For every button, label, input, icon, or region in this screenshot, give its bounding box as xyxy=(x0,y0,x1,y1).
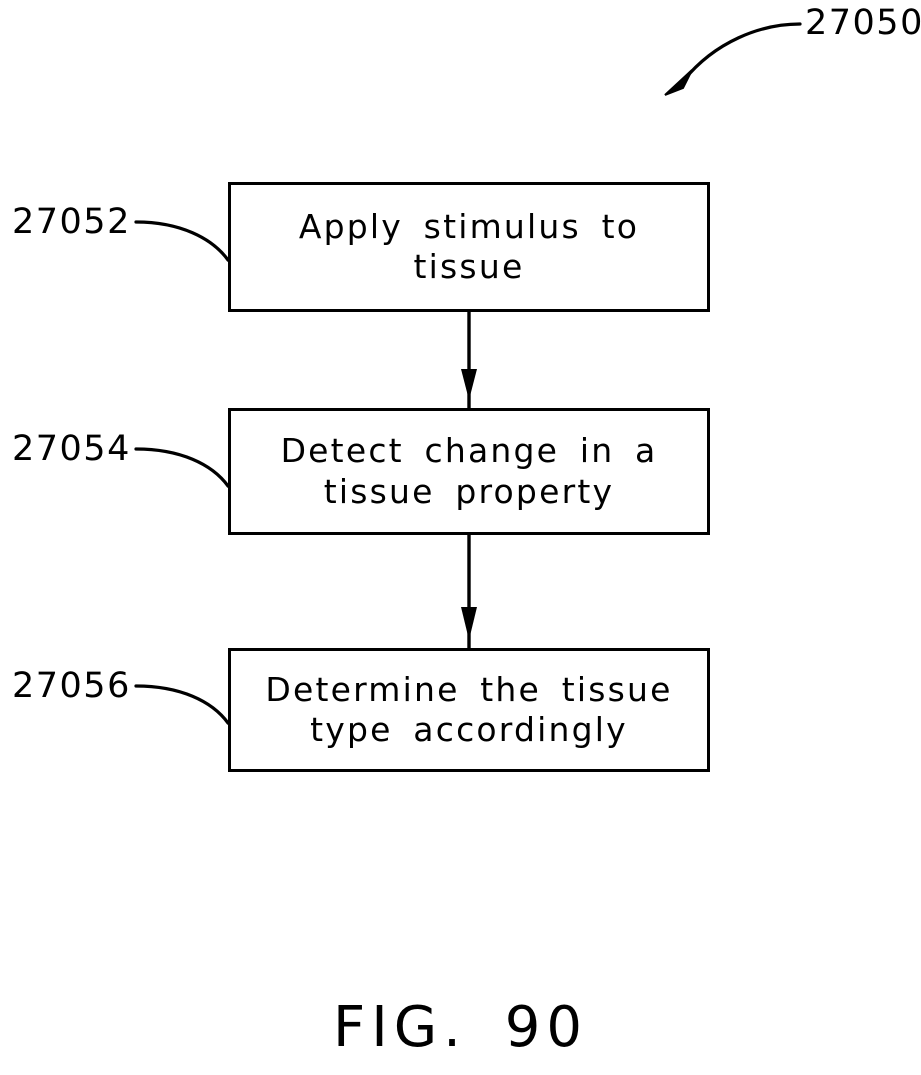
leader-line-27054 xyxy=(134,447,230,488)
leader-arrowhead-27050 xyxy=(664,69,693,96)
connector-arrow-27052-to-27054 xyxy=(461,312,477,408)
reference-numeral-27050: 27050 xyxy=(805,3,921,43)
process-box-label-27052: Apply stimulus to tissue xyxy=(287,207,651,288)
process-box-line-1: Detect change in a xyxy=(280,431,658,471)
reference-numeral-27056: 27056 xyxy=(12,666,131,706)
leader-line-27052 xyxy=(134,220,230,262)
connector-arrowhead-2 xyxy=(461,607,477,640)
process-box-label-27054: Detect change in a tissue property xyxy=(269,431,670,512)
connector-arrowhead-1 xyxy=(461,369,477,400)
process-box-line-2: type accordingly xyxy=(310,710,628,749)
process-box-determine-type: Determine the tissue type accordingly xyxy=(228,648,710,772)
process-box-detect-change: Detect change in a tissue property xyxy=(228,408,710,535)
figure-caption: FIG. 90 xyxy=(333,995,588,1060)
process-box-line-1: Determine the tissue xyxy=(265,669,673,709)
process-box-line-2: tissue property xyxy=(323,471,615,511)
process-box-line-2: tissue xyxy=(413,247,525,286)
process-box-line-1: Apply stimulus to xyxy=(298,206,640,246)
leader-line-27050 xyxy=(664,22,802,96)
process-box-apply-stimulus: Apply stimulus to tissue xyxy=(228,182,710,312)
process-box-label-27056: Determine the tissue type accordingly xyxy=(253,670,684,751)
leader-line-27056 xyxy=(134,684,230,725)
reference-numeral-27052: 27052 xyxy=(12,202,131,242)
reference-numeral-27054: 27054 xyxy=(12,429,131,469)
connector-arrow-27054-to-27056 xyxy=(461,535,477,648)
